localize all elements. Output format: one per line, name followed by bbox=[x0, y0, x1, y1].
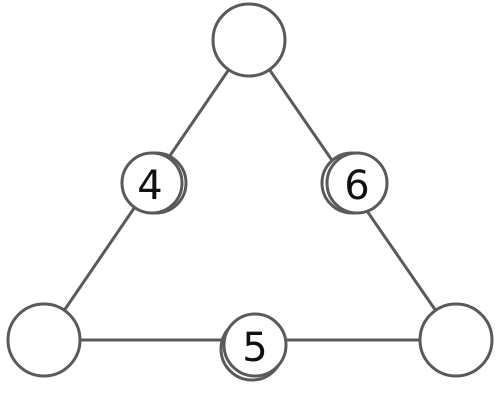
node-bottom-left-vertex-circle bbox=[6, 302, 82, 378]
node-right-side-middle: 6 bbox=[320, 151, 389, 215]
node-right-side-middle-label: 6 bbox=[344, 163, 369, 209]
node-bottom-right-vertex bbox=[418, 302, 494, 378]
node-bottom-side-middle: 5 bbox=[219, 312, 288, 382]
node-left-side-middle: 4 bbox=[120, 151, 188, 215]
node-bottom-side-middle-label: 5 bbox=[242, 325, 267, 371]
node-top-vertex-circle bbox=[211, 2, 287, 78]
node-bottom-left-vertex bbox=[6, 302, 82, 378]
node-right-side-middle-circle bbox=[325, 151, 389, 215]
node-left-side-middle-label: 4 bbox=[137, 163, 162, 209]
node-left-side-middle-circle bbox=[120, 151, 184, 215]
node-top-vertex bbox=[211, 2, 287, 78]
node-bottom-right-vertex-circle bbox=[418, 302, 494, 378]
node-bottom-side-middle-circle bbox=[222, 312, 288, 378]
